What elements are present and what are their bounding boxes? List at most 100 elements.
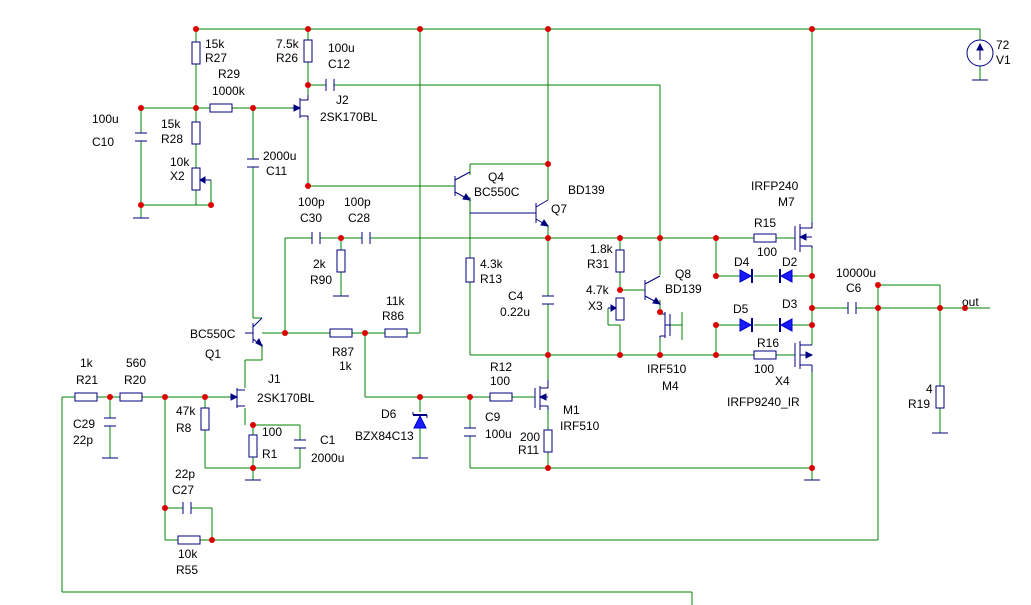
label-r31: R31: [587, 257, 609, 271]
label-r86-value: 11k: [386, 294, 405, 308]
label-x3-value: 4.7k: [586, 283, 610, 297]
label-d4: D4: [734, 255, 750, 269]
label-r87-value: 1k: [339, 359, 353, 373]
resistor-r31: [615, 249, 625, 273]
resistor-r11: [543, 429, 553, 453]
label-m4: M4: [662, 379, 679, 393]
label-r26-value: 7.5k: [276, 37, 300, 51]
label-q4: Q4: [488, 170, 504, 184]
label-r20: R20: [124, 373, 146, 387]
mosfet-m1: [534, 380, 549, 410]
resistor-r26: [303, 39, 313, 63]
ground-symbols: [102, 79, 988, 481]
label-c1-value: 2000u: [311, 451, 344, 465]
resistor-r1: [248, 434, 258, 458]
label-q8-part: BD139: [665, 282, 702, 296]
capacitor-c27: [182, 502, 192, 514]
label-v1: V1: [996, 53, 1011, 67]
bjt-q4: [454, 171, 472, 201]
diode-d5: [739, 318, 753, 332]
bjt-q7: [470, 199, 550, 227]
label-v1-value: 72: [996, 38, 1010, 52]
label-c6: C6: [846, 281, 862, 295]
label-c4-value: 0.22u: [500, 305, 530, 319]
label-out: out: [962, 295, 979, 309]
label-m7: M7: [778, 195, 795, 209]
potentiometer-x2: [191, 167, 201, 191]
capacitor-c12: [325, 79, 335, 91]
capacitor-c30: [311, 232, 321, 244]
label-q7: Q7: [551, 202, 567, 216]
label-r1-value: 100: [262, 425, 282, 439]
label-r13-value: 4.3k: [480, 257, 504, 271]
label-q4-part: BC550C: [474, 185, 520, 199]
label-r26: R26: [276, 51, 298, 65]
label-r31-value: 1.8k: [590, 242, 614, 256]
label-c10: C10: [92, 135, 114, 149]
resistor-r27: [191, 41, 201, 65]
label-r55-value: 10k: [178, 547, 198, 561]
label-r28-value: 15k: [161, 117, 181, 131]
label-c6-value: 10000u: [836, 266, 876, 280]
jfet-j2: [292, 95, 309, 120]
mosfet-m7: [794, 222, 813, 252]
label-x2-value: 10k: [170, 155, 190, 169]
zener-d6: [412, 412, 428, 429]
label-c9-value: 100u: [485, 427, 512, 441]
label-r19-value: 4: [926, 382, 933, 396]
resistor-r8: [200, 407, 210, 431]
label-r90: R90: [310, 273, 332, 287]
label-r12-value: 100: [490, 374, 510, 388]
resistor-r19: [935, 385, 945, 409]
label-c30: C30: [300, 211, 322, 225]
mosfet-m4: [659, 312, 671, 338]
label-r8: R8: [176, 421, 192, 435]
mosfet-x4: [794, 341, 814, 372]
label-r21-value: 1k: [80, 356, 94, 370]
capacitor-c4: [542, 295, 554, 305]
label-c29: C29: [73, 417, 95, 431]
label-m1: M1: [563, 403, 580, 417]
label-j2-part: 2SK170BL: [320, 110, 378, 124]
label-q8: Q8: [675, 267, 691, 281]
label-x4: X4: [775, 374, 790, 388]
label-r15-value: 100: [757, 245, 777, 259]
junction-dots: [107, 26, 968, 543]
capacitor-c29: [104, 417, 116, 427]
capacitor-c1: [294, 439, 306, 449]
label-r86: R86: [382, 309, 404, 323]
resistor-r20: [119, 392, 143, 402]
label-r16-value: 100: [754, 362, 774, 376]
label-r19: R19: [908, 397, 930, 411]
label-x2: X2: [170, 169, 185, 183]
label-r11: R11: [518, 443, 539, 457]
capacitor-c10: [135, 132, 147, 142]
label-c30-value: 100p: [298, 195, 325, 209]
label-j1: J1: [268, 372, 281, 386]
resistor-r87: [329, 328, 353, 338]
label-c28-value: 100p: [344, 195, 371, 209]
label-r11-value: 200: [520, 430, 540, 444]
label-r20-value: 560: [126, 356, 146, 370]
label-c11: C11: [266, 164, 287, 178]
label-r21: R21: [76, 373, 98, 387]
label-c4: C4: [508, 289, 524, 303]
resistor-r86: [384, 328, 408, 338]
label-r1: R1: [262, 447, 278, 461]
wires: [61, 28, 990, 605]
label-c9: C9: [485, 410, 501, 424]
voltage-source-v1: [966, 39, 994, 67]
resistor-r13: [465, 257, 475, 283]
bjt-q1: [245, 317, 263, 348]
capacitor-c11: [247, 158, 259, 168]
label-j2: J2: [336, 93, 349, 107]
label-c27-value: 22p: [175, 467, 195, 481]
label-r29-value: 1000k: [212, 84, 246, 98]
label-q1-part: BC550C: [190, 327, 236, 341]
label-c1: C1: [320, 433, 336, 447]
label-r28: R28: [161, 132, 183, 146]
label-r29: R29: [218, 67, 240, 81]
capacitor-c28: [361, 232, 371, 244]
label-d5: D5: [733, 302, 749, 316]
label-r15: R15: [754, 216, 776, 230]
